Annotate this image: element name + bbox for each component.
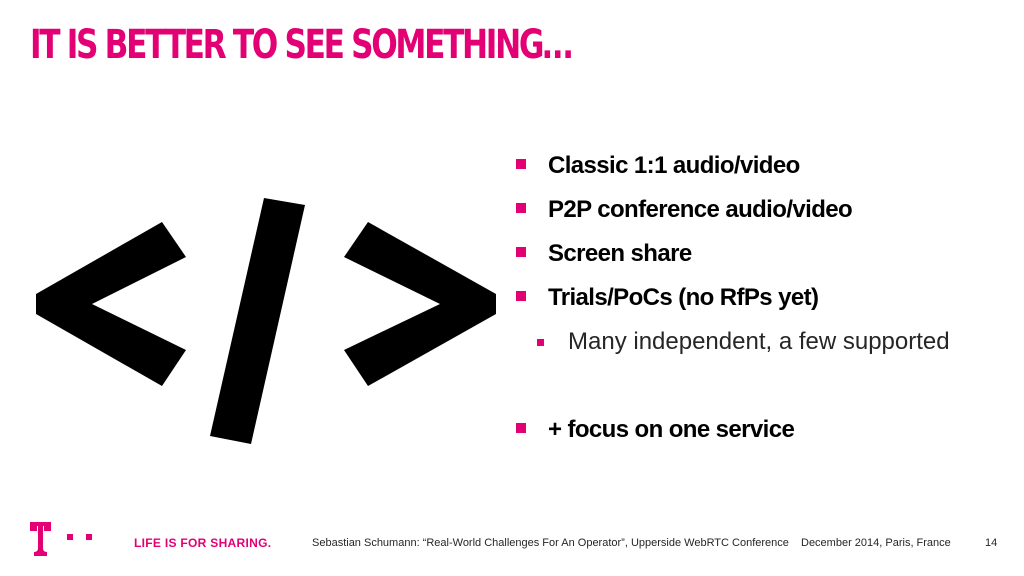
bullet-spacer <box>516 370 1016 414</box>
bullet-text: Classic 1:1 audio/video <box>548 152 800 179</box>
bullet-text: Trials/PoCs (no RfPs yet) <box>548 284 819 311</box>
bullet-item: P2P conference audio/video <box>516 194 1016 238</box>
bullet-square-icon <box>516 247 526 257</box>
bullet-item: + focus on one service <box>516 414 1016 458</box>
bullet-item: Classic 1:1 audio/video <box>516 150 1016 194</box>
sub-bullet-text: Many independent, a few supported <box>568 328 950 355</box>
footer-date: December 2014, Paris, France <box>801 537 951 549</box>
code-brackets-icon <box>36 198 496 444</box>
bullet-square-icon <box>516 423 526 433</box>
sub-bullet-item: Many independent, a few supported <box>516 326 1016 370</box>
sub-bullet-square-icon <box>537 339 544 346</box>
t-logo-icon <box>30 522 92 556</box>
bullet-item: Screen share <box>516 238 1016 282</box>
bullet-item: Trials/PoCs (no RfPs yet) <box>516 282 1016 326</box>
bullet-square-icon <box>516 159 526 169</box>
bullet-text: Screen share <box>548 240 692 267</box>
bullet-square-icon <box>516 203 526 213</box>
footer-presenter: Sebastian Schumann: “Real-World Challeng… <box>312 537 789 549</box>
left-angle-bracket <box>36 222 186 386</box>
slash-bar <box>210 198 305 444</box>
bullet-square-icon <box>516 291 526 301</box>
bullet-text: P2P conference audio/video <box>548 196 853 223</box>
right-angle-bracket <box>344 222 496 386</box>
bullet-text: + focus on one service <box>548 416 795 443</box>
footer-claim: LIFE IS FOR SHARING. <box>134 536 272 550</box>
slide-title: IT IS BETTER TO SEE SOMETHING… <box>30 22 573 68</box>
bullet-list: Classic 1:1 audio/video P2P conference a… <box>516 150 1016 458</box>
page-number: 14 <box>985 537 998 549</box>
